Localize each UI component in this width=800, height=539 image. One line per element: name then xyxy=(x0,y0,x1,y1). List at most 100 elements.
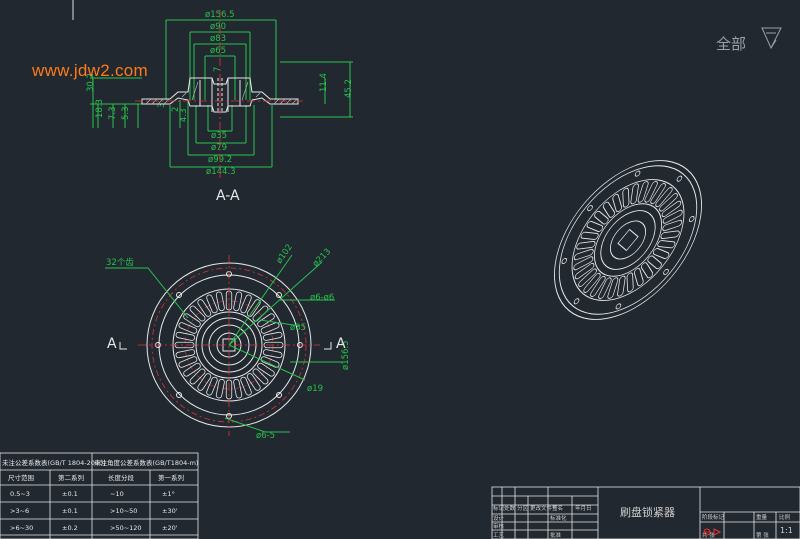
tooth-slot xyxy=(257,362,275,377)
dim-top-2: ø83 xyxy=(210,34,226,44)
tooth-slot xyxy=(260,322,280,334)
tol-r1-c2: >10~50 xyxy=(110,507,137,515)
front-dim-5: ø19 xyxy=(307,384,323,394)
tooth-slot xyxy=(661,200,682,218)
dim-bottom-1: ø79 xyxy=(211,143,227,153)
tol-r2-c0: >6~30 xyxy=(10,524,33,532)
tol-r0-c1: ±0.1 xyxy=(62,490,78,498)
front-view: 32个齿 ø102 ø213 ø6-ø6 ø35 ø156.5 ø19 ø6-5… xyxy=(105,242,351,441)
tooth-slot xyxy=(590,275,606,297)
tol-r2-c3: ±20' xyxy=(162,524,178,532)
tooth-slot xyxy=(573,248,594,261)
tol-header-1: 未注角度公差系数表(GB/T1804-m) xyxy=(94,458,198,467)
title-block xyxy=(491,486,800,539)
tooth-slot xyxy=(576,241,596,250)
tooth-slot xyxy=(637,181,649,203)
tb-cell-9: 重量 xyxy=(756,513,768,521)
tooth-slot xyxy=(633,267,644,287)
dim-left-3: 5.3 xyxy=(121,106,131,120)
dim-right-1: 45.2 xyxy=(344,79,354,98)
dim-left-4: 3 xyxy=(157,103,167,108)
tooth-slot xyxy=(622,187,630,208)
isometric-view xyxy=(554,160,702,320)
tooth-slot xyxy=(662,219,683,232)
dim-left-1: 18.3 xyxy=(95,99,105,118)
tooth-slot xyxy=(655,187,673,208)
tooth-slot xyxy=(657,240,676,249)
tb-cell-8: 阶段标记 xyxy=(702,513,725,521)
teeth-note: 32个齿 xyxy=(106,258,134,268)
tol-r0-c0: 0.5~3 xyxy=(10,490,30,498)
dim-bottom-0: ø35 xyxy=(211,131,227,141)
front-dim-6: ø6-5 xyxy=(256,431,275,441)
tol-r1-c0: >3~6 xyxy=(10,507,29,515)
tb-cell-3: 更改文件号 xyxy=(530,504,558,512)
tooth-slot xyxy=(594,210,609,225)
tol-sub-2: 长度分段 xyxy=(108,473,135,482)
tooth-slot xyxy=(240,294,252,314)
tooth-slot xyxy=(647,255,662,270)
front-dim-2: ø6-ø6 xyxy=(310,293,334,303)
tooth-slot xyxy=(183,313,201,328)
dim-left-0: 30.2 xyxy=(86,73,96,92)
dim-top-1: ø90 xyxy=(210,22,226,32)
tooth-slot xyxy=(206,294,218,314)
tol-r1-c1: ±0.1 xyxy=(62,507,78,515)
tooth-slot xyxy=(206,376,218,396)
tooth-slot xyxy=(197,373,212,391)
projection-symbol-icon xyxy=(703,528,722,536)
tol-r2-c2: >50~120 xyxy=(110,524,142,532)
watermark-text: www.jdw2.com xyxy=(32,61,149,80)
tooth-slot xyxy=(189,368,206,385)
tooth-slot xyxy=(178,356,198,368)
tb-cell-12: 工艺 xyxy=(493,532,505,539)
tol-sub-3: 第一系列 xyxy=(158,473,184,482)
tooth-slot xyxy=(175,331,196,341)
front-dim-4: ø156.5 xyxy=(341,340,351,370)
tooth-slot xyxy=(240,376,252,396)
dim-top-4: 7 xyxy=(213,67,223,72)
section-marker-right: A xyxy=(336,336,346,352)
tooth-slot xyxy=(246,373,261,391)
tb-cell-6: 设计 xyxy=(493,514,505,522)
tooth-slot xyxy=(233,291,243,312)
tooth-slot xyxy=(598,277,612,299)
tooth-slot xyxy=(215,378,225,399)
dim-bottom-3: ø144.3 xyxy=(206,167,236,177)
tolerance-table xyxy=(0,452,199,539)
tooth-slot xyxy=(183,362,201,377)
tooth-slot xyxy=(607,277,619,299)
tooth-slot xyxy=(630,183,639,205)
tb-cell-13: 批准 xyxy=(550,531,562,539)
view-cube-label: 全部 xyxy=(716,35,747,53)
tooth-slot xyxy=(260,356,280,368)
dim-top-3: ø65 xyxy=(210,46,226,56)
tooth-slot xyxy=(650,183,666,205)
section-label: A-A xyxy=(216,188,240,204)
tooth-slot xyxy=(175,349,196,359)
view-cube-icon[interactable] xyxy=(761,27,782,50)
dim-right-0: 11.4 xyxy=(319,73,329,92)
tooth-slot xyxy=(660,230,680,239)
front-dim-1: ø213 xyxy=(311,247,333,269)
tooth-slot xyxy=(189,305,206,322)
tol-sub-0: 尺寸范围 xyxy=(8,473,34,482)
tb-cell-2: 分区 xyxy=(517,504,529,512)
tooth-slot xyxy=(612,193,623,213)
tol-r2-c1: ±0.2 xyxy=(62,524,78,532)
tb-cell-15: 第 张 xyxy=(756,531,769,539)
tooth-slot xyxy=(617,275,626,297)
tooth-slot xyxy=(573,256,594,271)
tooth-slot xyxy=(197,299,212,317)
scale-value: 1:1 xyxy=(780,526,793,535)
tooth-slot xyxy=(626,272,634,293)
front-dim-3: ø35 xyxy=(290,323,306,333)
tooth-slot xyxy=(215,291,225,312)
tb-cell-7: 标准化 xyxy=(550,514,567,522)
tol-r1-c3: ±30' xyxy=(162,507,178,515)
tooth-slot xyxy=(659,193,678,212)
tooth-slot xyxy=(252,368,269,385)
dim-left-2: 7.3 xyxy=(108,106,118,120)
tol-r0-c3: ±1° xyxy=(162,490,175,498)
